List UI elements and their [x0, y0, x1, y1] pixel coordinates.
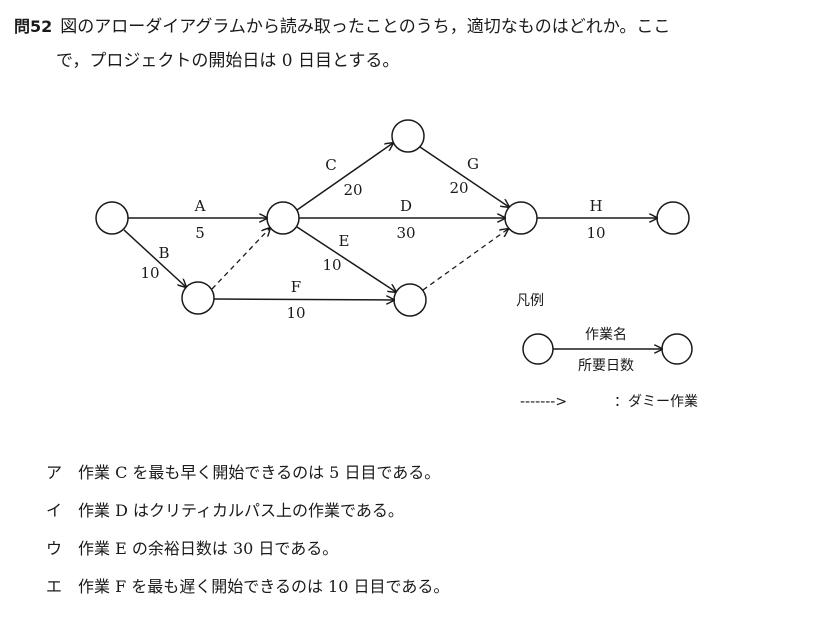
activity-f-days: 10: [286, 304, 305, 322]
activity-e-days: 10: [322, 256, 341, 274]
activity-a-days: 5: [195, 224, 205, 242]
node-after-e-f: [393, 283, 427, 317]
activity-d-days: 30: [396, 224, 415, 242]
arrow-dummy-2: [422, 229, 508, 291]
activity-d-name: D: [400, 197, 412, 215]
legend: 凡例 作業名 所要日数 -------> ：ダミー作業: [516, 293, 698, 410]
activity-c-name: C: [325, 156, 336, 174]
legend-duration: 所要日数: [578, 358, 634, 374]
arrow-f: [213, 299, 394, 300]
choice-i-label: イ: [46, 501, 63, 520]
answer-choices: ア作業 C を最も早く開始できるのは 5 日目である。 イ作業 D はクリティカ…: [46, 454, 806, 606]
node-start: [95, 201, 129, 235]
choice-e-text: 作業 F を最も遅く開始できるのは 10 日目である。: [78, 577, 450, 596]
activity-c-days: 20: [343, 181, 362, 199]
choice-e-label: エ: [46, 577, 63, 596]
activity-e-name: E: [339, 232, 350, 250]
legend-dummy-arrow: ------->: [520, 394, 567, 410]
arrow-g: [419, 146, 509, 207]
activity-f-name: F: [291, 278, 301, 296]
legend-node-right: [661, 333, 693, 365]
question-line-2: で，プロジェクトの開始日は 0 日目とする。: [56, 51, 400, 71]
choice-u[interactable]: ウ作業 E の余裕日数は 30 日である。: [46, 530, 806, 568]
activity-g-name: G: [467, 155, 479, 173]
question-number: 問52: [14, 17, 53, 36]
activity-a-name: A: [194, 197, 206, 215]
activity-h-name: H: [589, 197, 602, 215]
activity-b-name: B: [158, 244, 169, 262]
arrow-e: [296, 226, 396, 292]
node-after-c: [391, 119, 425, 153]
arrow-b: [123, 229, 186, 287]
activity-g-days: 20: [449, 179, 468, 197]
legend-node-left: [522, 333, 554, 365]
legend-dummy-label: ：ダミー作業: [614, 394, 698, 410]
node-after-b: [181, 281, 215, 315]
choice-a-text: 作業 C を最も早く開始できるのは 5 日目である。: [78, 463, 441, 482]
activity-h-days: 10: [586, 224, 605, 242]
choice-u-text: 作業 E の余裕日数は 30 日である。: [78, 539, 339, 558]
choice-i[interactable]: イ作業 D はクリティカルパス上の作業である。: [46, 492, 806, 530]
node-after-a: [266, 201, 300, 235]
choice-a-label: ア: [46, 463, 63, 482]
legend-title: 凡例: [516, 293, 544, 309]
activity-b-days: 10: [140, 264, 159, 282]
choice-a[interactable]: ア作業 C を最も早く開始できるのは 5 日目である。: [46, 454, 806, 492]
arrow-dummy-1: [211, 228, 270, 290]
arrow-c: [296, 143, 393, 211]
choice-e[interactable]: エ作業 F を最も遅く開始できるのは 10 日目である。: [46, 568, 806, 606]
question-line-1: 図のアローダイアグラムから読み取ったことのうち，適切なものはどれか。ここ: [60, 17, 671, 37]
choice-u-label: ウ: [46, 539, 63, 558]
legend-activity-name: 作業名: [585, 327, 627, 343]
choice-i-text: 作業 D はクリティカルパス上の作業である。: [78, 501, 404, 520]
node-end: [656, 201, 690, 235]
node-merge: [504, 201, 538, 235]
